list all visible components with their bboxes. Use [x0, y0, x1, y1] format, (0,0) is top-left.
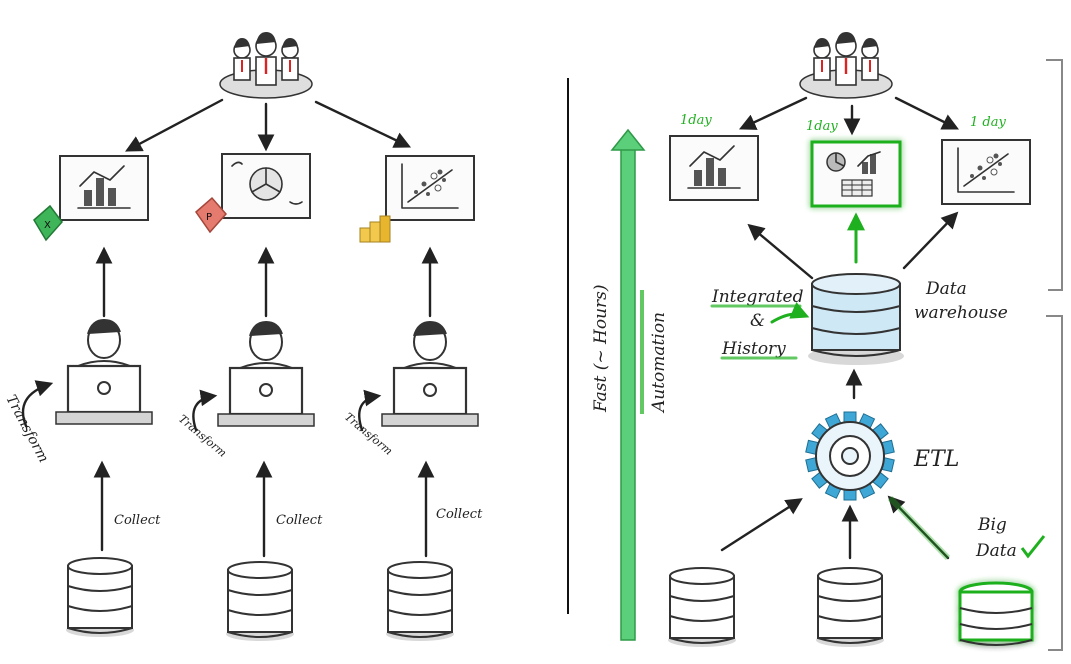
- scatter-chart-board-icon: [385, 155, 475, 221]
- source-database-2: [225, 561, 295, 642]
- transform-loop-arrow-1: [21, 380, 54, 428]
- collect-label-3: Collect: [436, 507, 483, 522]
- etl-label: ETL: [913, 447, 959, 472]
- integrated-label: Integrated: [711, 287, 804, 307]
- day-label-1: 1day: [680, 113, 712, 128]
- powerpoint-icon: P: [194, 196, 227, 234]
- analyst-laptop-3: [380, 320, 480, 428]
- big-label: Big: [977, 515, 1007, 535]
- pie-chart-board-icon: [221, 153, 311, 219]
- source-database-3: [385, 561, 455, 642]
- arrow-users-to-dash-1: [738, 96, 808, 130]
- transform-label-1: Transform: [2, 392, 51, 465]
- svg-text:X: X: [44, 220, 51, 231]
- dwh-dashboard-icon: [810, 140, 902, 208]
- collect-label-2: Collect: [276, 513, 323, 528]
- arrow-users-to-dash-3: [894, 96, 960, 130]
- etl-gear-icon: [805, 411, 895, 501]
- analyst-laptop-2: [216, 320, 316, 428]
- day-label-3: 1 day: [970, 115, 1006, 130]
- fast-hours-label: Fast (~ Hours): [591, 284, 611, 413]
- arrow-dwh-to-report-3: [902, 211, 959, 270]
- checkmark-icon: [1020, 535, 1046, 559]
- bigdata-arrow-glow: [887, 495, 951, 561]
- arrow-users-to-report-3: [314, 100, 412, 148]
- powerbi-icon: [359, 215, 391, 243]
- analyst-laptop-1: [54, 318, 154, 426]
- collect-label-1: Collect: [114, 513, 161, 528]
- consume-bracket: [1046, 59, 1063, 291]
- arrow-bigdata-to-etl: [887, 495, 950, 560]
- business-users-group-left: [218, 30, 314, 100]
- svg-text:P: P: [206, 212, 212, 223]
- data-label: Data: [975, 541, 1017, 561]
- automation-arrow: [610, 128, 646, 641]
- dwh-label-line2: warehouse: [914, 303, 1008, 323]
- ingest-bracket: [1046, 315, 1063, 651]
- automation-highlight: [640, 290, 644, 414]
- amp-label: &: [750, 311, 765, 331]
- dwh-label-line1: Data: [925, 279, 967, 299]
- arrow-users-to-report-1: [125, 98, 224, 152]
- source-database-1: [65, 557, 135, 638]
- history-label: History: [721, 339, 786, 359]
- right-panel: Fast (~ Hours) Automation 1day 1day 1 da…: [591, 30, 1063, 651]
- transform-loop-arrow-3: [358, 389, 382, 432]
- business-users-group-right: [798, 30, 894, 100]
- integrated-arrow: [770, 302, 810, 324]
- dwh-scatter-chart-icon: [941, 139, 1031, 205]
- excel-icon: X: [33, 204, 63, 242]
- source-database-a: [667, 567, 737, 648]
- arrow-dwh-to-report-1: [747, 223, 814, 280]
- transform-loop-arrow-2: [192, 389, 218, 432]
- arrow-db-a-to-etl: [720, 498, 803, 552]
- bar-chart-board-icon: [59, 155, 149, 221]
- data-warehouse-icon: [808, 273, 904, 365]
- big-data-database: [958, 581, 1034, 646]
- day-label-2: 1day: [806, 119, 838, 134]
- automation-label: Automation: [649, 312, 669, 414]
- dwh-bar-chart-icon: [669, 135, 759, 201]
- left-panel: X P Transform Transform Transform Collec…: [2, 30, 483, 642]
- source-database-b: [815, 567, 885, 648]
